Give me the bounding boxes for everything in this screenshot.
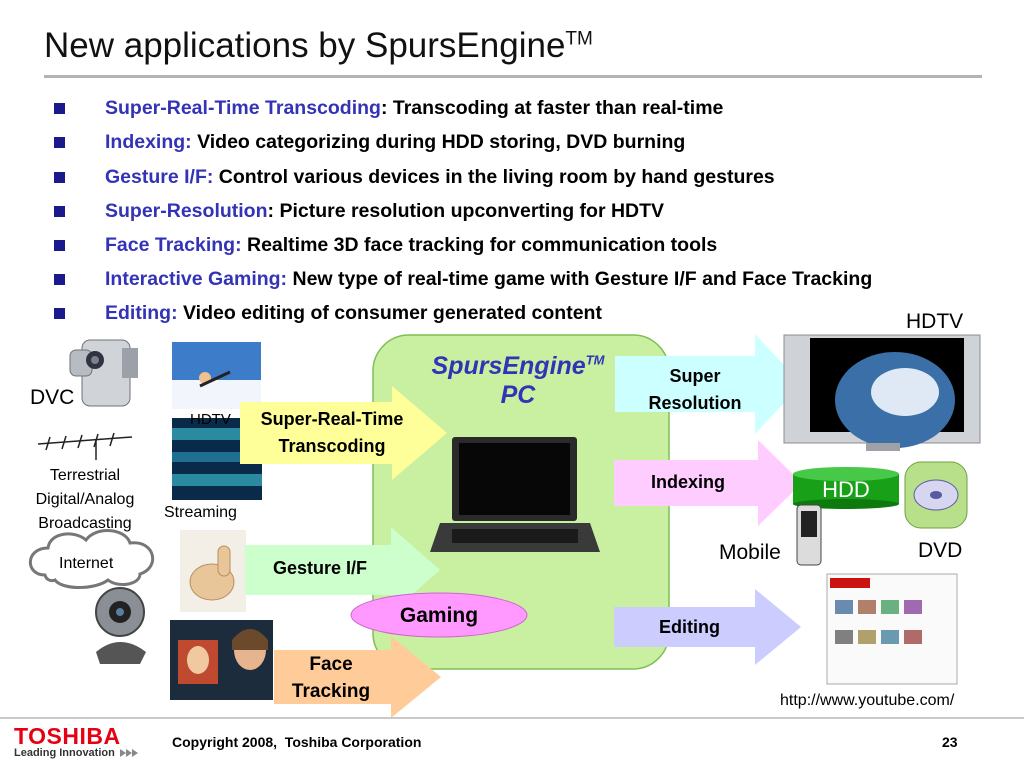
surfing-photo <box>172 342 261 409</box>
chevron-right-icon <box>120 749 138 757</box>
bullet-square-icon <box>54 206 65 217</box>
youtube-screenshot <box>826 573 958 685</box>
streaming-label: Streaming <box>164 504 237 521</box>
face-tracking-arrow-label: Face Tracking <box>291 654 371 702</box>
copyright-text: Copyright 2008, Toshiba Corporation <box>172 734 422 750</box>
face-tracking-arrow <box>274 636 441 718</box>
bullet-term: Gesture I/F: <box>105 166 214 188</box>
hdtv-input-label: HDTV <box>190 411 231 428</box>
internet-cloud-icon <box>28 529 155 589</box>
bullet-square-icon <box>54 103 65 114</box>
bullet-description: Picture resolution upconverting for HDTV <box>279 200 665 222</box>
bullet-term: Super-Resolution <box>105 200 268 222</box>
toshiba-logo: TOSHIBA <box>14 723 121 749</box>
super-resolution-label: Super Resolution <box>648 366 742 413</box>
bullet-term: Indexing: <box>105 131 192 153</box>
bullet-square-icon <box>54 308 65 319</box>
gesture-arrow <box>245 527 440 613</box>
bullet-square-icon <box>54 137 65 148</box>
dvd-drive-icon <box>904 461 968 529</box>
gaming-label: Gaming <box>399 604 479 627</box>
hdd-label: HDD <box>822 477 870 502</box>
bullet-description: Video editing of consumer generated cont… <box>183 302 602 324</box>
bullet-term: Interactive Gaming: <box>105 268 288 290</box>
youtube-url-link[interactable]: http://www.youtube.com/ <box>780 692 955 709</box>
internet-label: Internet <box>59 555 114 572</box>
dvd-label: DVD <box>918 539 963 562</box>
bullet-description: Video categorizing during HDD storing, D… <box>197 131 686 153</box>
bullet-square-icon <box>54 274 65 285</box>
laptop-icon <box>430 437 600 552</box>
transcoding-arrow-label: Super-Real-Time Transcoding <box>260 409 404 456</box>
gesture-arrow-label: Gesture I/F <box>273 558 368 578</box>
page-title: New applications by SpursEngineTM <box>44 26 593 66</box>
page-number: 23 <box>942 734 958 750</box>
bullet-description: Control various devices in the living ro… <box>218 166 775 188</box>
hdtv-icon <box>783 334 981 451</box>
super-resolution-arrow <box>615 334 802 434</box>
bullet-term: Super-Real-Time Transcoding <box>105 97 381 119</box>
title-divider <box>44 75 982 78</box>
editing-label: Editing <box>659 617 720 637</box>
antenna-icon <box>37 432 133 460</box>
tagline: Leading Innovation <box>14 747 115 759</box>
transcoding-arrow <box>240 386 447 480</box>
hdtv-output-label: HDTV <box>906 310 964 333</box>
indexing-arrow <box>614 440 802 526</box>
editing-arrow <box>614 589 801 665</box>
bullet-term: Editing: <box>105 302 178 324</box>
bullet-description: Transcoding at faster than real-time <box>392 97 724 119</box>
mobile-label: Mobile <box>719 541 781 564</box>
trademark-superscript: TM <box>565 28 593 50</box>
thumbs-up-photo <box>180 530 246 612</box>
gaming-oval <box>350 592 528 638</box>
title-text: New applications by SpursEngine <box>44 26 566 65</box>
bullet-description: Realtime 3D face tracking for communicat… <box>246 234 718 256</box>
webcam-icon <box>95 587 146 664</box>
face-tracking-photo <box>170 620 273 700</box>
dvc-label: DVC <box>30 386 75 409</box>
indexing-label: Indexing <box>651 472 726 492</box>
bullet-description: New type of real-time game with Gesture … <box>292 268 873 290</box>
camcorder-icon <box>69 339 138 407</box>
bullet-term: Face Tracking: <box>105 234 242 256</box>
broadcasting-label: Terrestrial Digital/Analog Broadcasting <box>35 467 135 532</box>
footer-divider <box>0 717 1024 719</box>
bullet-square-icon <box>54 172 65 183</box>
bullet-square-icon <box>54 240 65 251</box>
mobile-phone-icon <box>796 504 822 566</box>
